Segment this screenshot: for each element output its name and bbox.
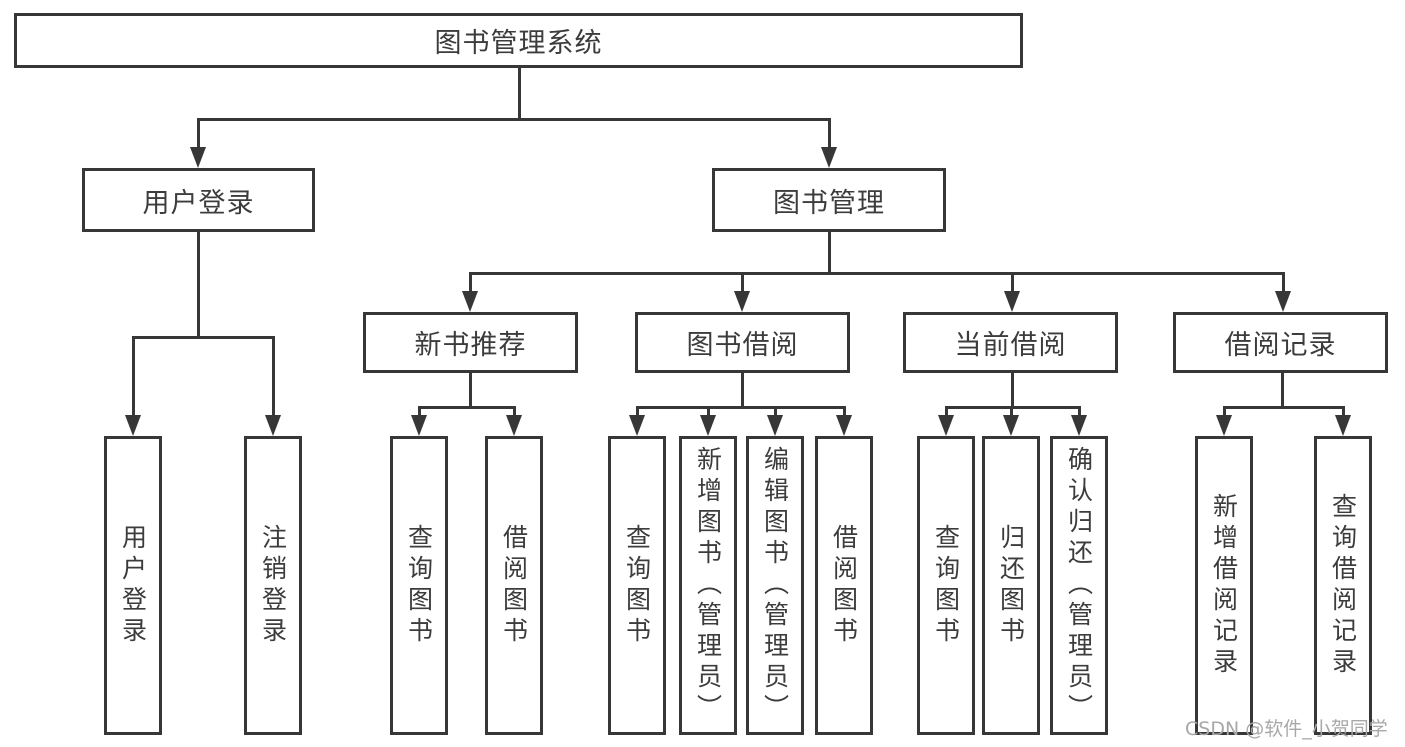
leaf-label: 借阅图书 (829, 523, 859, 648)
node-current-borrowing: 当前借阅 (903, 312, 1118, 373)
connector-drop (774, 406, 777, 418)
node-root-label: 图书管理系统 (434, 28, 603, 59)
leaf-label: 归还图书 (996, 523, 1026, 648)
leaf-label: 查询借阅记录 (1328, 492, 1358, 679)
connector-borrowing-bar (636, 406, 846, 409)
leaf-label: 新增图书（管理员） (693, 446, 723, 725)
leaf-label: 查询图书 (404, 523, 434, 648)
connector-borrowing-stem (741, 373, 744, 406)
connector-drop (272, 336, 275, 416)
connector-user-login-bar (132, 336, 275, 339)
leaf-label: 注销登录 (258, 523, 288, 648)
connector-book-mgmt-stem (828, 232, 831, 272)
connector-recommend-bar (418, 406, 516, 409)
node-borrowing-records-label: 借阅记录 (1224, 330, 1337, 361)
arrowhead-down-icon (190, 147, 206, 168)
connector-drop (1342, 406, 1345, 418)
arrowhead-down-icon (700, 415, 716, 436)
connector-user-login-stem (197, 232, 200, 336)
connector-level3-bar (469, 272, 1285, 275)
arrowhead-down-icon (1275, 291, 1291, 312)
connector-current-stem (1011, 373, 1014, 406)
connector-drop (636, 406, 639, 418)
arrowhead-down-icon (938, 415, 954, 436)
node-user-login-label: 用户登录 (142, 187, 255, 219)
csdn-watermark: CSDN @软件_小贺同学 (1185, 718, 1388, 740)
leaf-add-borrow-record: 新增借阅记录 (1195, 436, 1253, 735)
arrowhead-down-icon (506, 415, 522, 436)
connector-drop (1282, 272, 1285, 294)
node-book-borrowing-label: 图书借阅 (686, 330, 799, 361)
connector-drop (418, 406, 421, 418)
arrowhead-down-icon (1004, 291, 1020, 312)
node-root: 图书管理系统 (14, 13, 1023, 68)
leaf-edit-books-admin: 编辑图书（管理员） (746, 436, 804, 735)
leaf-user-login: 用户登录 (104, 436, 162, 735)
node-book-management: 图书管理 (712, 168, 946, 232)
arrowhead-down-icon (1335, 415, 1351, 436)
connector-drop (1010, 406, 1013, 418)
connector-drop (1011, 272, 1014, 294)
leaf-confirm-return-admin: 确认归还（管理员） (1050, 436, 1108, 735)
leaf-label: 用户登录 (118, 523, 148, 648)
connector-level2-bar (197, 118, 831, 121)
connector-drop (132, 336, 135, 416)
leaf-borrow-books-borrowing: 借阅图书 (815, 436, 873, 735)
connector-records-stem (1281, 373, 1284, 406)
leaf-label: 确认归还（管理员） (1064, 446, 1094, 725)
connector-records-bar (1223, 406, 1345, 409)
leaf-label: 查询图书 (622, 523, 652, 648)
node-current-borrowing-label: 当前借阅 (954, 330, 1067, 361)
leaf-query-books-current: 查询图书 (917, 436, 975, 735)
node-new-book-recommend-label: 新书推荐 (414, 330, 527, 361)
connector-drop (741, 272, 744, 294)
leaf-borrow-books-recommend: 借阅图书 (485, 436, 543, 735)
arrowhead-down-icon (767, 415, 783, 436)
leaf-query-borrow-record: 查询借阅记录 (1314, 436, 1372, 735)
connector-recommend-stem (469, 373, 472, 406)
arrowhead-down-icon (265, 415, 281, 436)
arrowhead-down-icon (411, 415, 427, 436)
leaf-return-books: 归还图书 (982, 436, 1040, 735)
leaf-label: 新增借阅记录 (1209, 492, 1239, 679)
node-borrowing-records: 借阅记录 (1173, 312, 1388, 373)
arrowhead-down-icon (821, 147, 837, 168)
arrowhead-down-icon (1216, 415, 1232, 436)
connector-drop (469, 272, 472, 294)
node-book-management-label: 图书管理 (773, 187, 885, 219)
connector-drop (1078, 406, 1081, 418)
node-new-book-recommend: 新书推荐 (363, 312, 578, 373)
connector-drop (513, 406, 516, 418)
arrowhead-down-icon (125, 415, 141, 436)
leaf-add-books-admin: 新增图书（管理员） (679, 436, 737, 735)
connector-drop (843, 406, 846, 418)
arrowhead-down-icon (629, 415, 645, 436)
leaf-label: 编辑图书（管理员） (760, 446, 790, 725)
leaf-query-books-recommend: 查询图书 (390, 436, 448, 735)
connector-drop (945, 406, 948, 418)
connector-drop (1223, 406, 1226, 418)
connector-drop (197, 118, 200, 150)
leaf-logout: 注销登录 (244, 436, 302, 735)
node-book-borrowing: 图书借阅 (635, 312, 850, 373)
leaf-query-books-borrowing: 查询图书 (608, 436, 666, 735)
leaf-label: 查询图书 (931, 523, 961, 648)
arrowhead-down-icon (836, 415, 852, 436)
connector-drop (707, 406, 710, 418)
arrowhead-down-icon (1071, 415, 1087, 436)
arrowhead-down-icon (734, 291, 750, 312)
node-user-login: 用户登录 (82, 168, 315, 232)
connector-current-bar (945, 406, 1081, 409)
connector-drop (828, 118, 831, 150)
connector-root-stem (518, 68, 521, 118)
arrowhead-down-icon (462, 291, 478, 312)
leaf-label: 借阅图书 (499, 523, 529, 648)
arrowhead-down-icon (1003, 415, 1019, 436)
